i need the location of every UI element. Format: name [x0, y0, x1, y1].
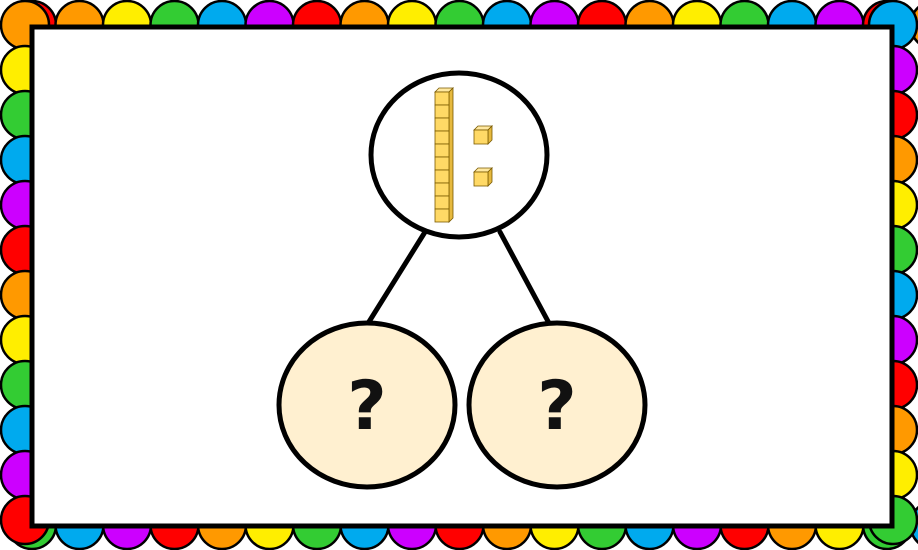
part-circle-right-shape	[466, 320, 648, 490]
ones-cube	[473, 125, 493, 145]
whole-circle	[368, 70, 550, 240]
part-right-question-mark: ?	[537, 367, 576, 446]
left-bond-line	[364, 229, 428, 328]
part-circle-left-shape	[276, 320, 458, 490]
tens-rod	[434, 87, 454, 223]
part-left-question-mark: ?	[347, 367, 386, 446]
right-bond-line	[497, 229, 553, 328]
base-ten-blocks	[434, 87, 493, 223]
part-circle-right[interactable]: ?	[466, 320, 648, 490]
part-circle-left[interactable]: ?	[276, 320, 458, 490]
ones-cube	[473, 167, 493, 187]
